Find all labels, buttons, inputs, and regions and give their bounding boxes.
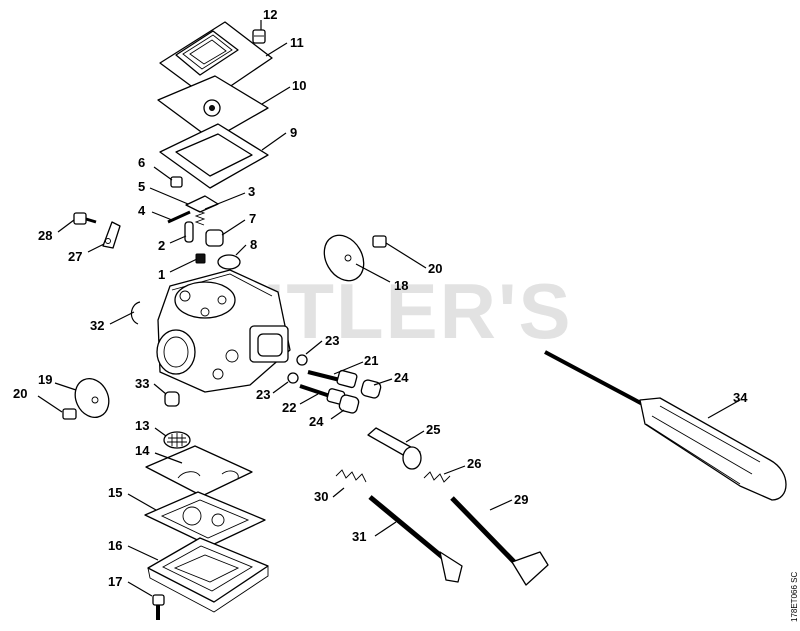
callout-27: 29 — [514, 492, 528, 507]
part-33-plug — [164, 391, 180, 407]
callout-32: 32 — [90, 318, 104, 333]
part-31-throttle-shaft — [368, 495, 463, 583]
callout-22: 22 — [282, 400, 296, 415]
callout-34: 34 — [733, 390, 748, 405]
callout-26: 26 — [467, 456, 481, 471]
part-2-needle — [184, 221, 194, 243]
part-1-jet — [195, 253, 206, 264]
part-19-plate — [74, 378, 110, 418]
callout-13: 13 — [135, 418, 149, 433]
callout-7: 7 — [249, 211, 256, 226]
callout-23-lower: 23 — [256, 387, 270, 402]
callout-4: 4 — [138, 203, 146, 218]
drawing-code: 178ET066 SC — [790, 572, 799, 622]
callout-23-upper: 23 — [325, 333, 339, 348]
part-34-screwdriver — [544, 350, 787, 501]
part-4-pin — [167, 210, 191, 224]
callout-33: 33 — [135, 376, 149, 391]
part-22-needle — [299, 384, 346, 405]
part-17-screw — [152, 594, 165, 620]
callout-31: 31 — [352, 529, 366, 544]
callout-21: 21 — [364, 353, 378, 368]
part-28-bracket — [102, 221, 121, 249]
callout-17: 17 — [108, 574, 122, 589]
part-12-screw — [252, 29, 266, 44]
part-32-clip — [130, 301, 141, 325]
callout-2: 2 — [158, 238, 165, 253]
callout-30: 30 — [314, 489, 328, 504]
callout-28: 27 — [68, 249, 82, 264]
part-9-gasket — [159, 123, 269, 189]
part-20-screw-right — [372, 235, 387, 248]
callout-20-right: 20 — [428, 261, 442, 276]
part-26-spring — [423, 471, 451, 483]
carburetor-body — [156, 269, 291, 393]
part-7-plug — [205, 229, 224, 247]
callout-20-left: 20 — [13, 386, 27, 401]
part-13-screen — [163, 431, 191, 449]
part-10-diaphragm — [157, 75, 269, 141]
part-8-disc — [217, 254, 241, 270]
callout-1: 1 — [158, 267, 165, 282]
part-5-lever — [185, 195, 219, 213]
callout-16: 16 — [108, 538, 122, 553]
part-24-caps — [338, 379, 382, 414]
callout-25: 25 — [426, 422, 440, 437]
part-3-spring — [194, 209, 206, 226]
callout-9: 9 — [290, 125, 297, 140]
part-15-diaphragm — [144, 491, 266, 547]
callout-18: 18 — [394, 278, 408, 293]
callout-6: 6 — [138, 155, 145, 170]
part-29-screw — [73, 212, 97, 225]
callout-10: 10 — [292, 78, 306, 93]
callout-24-lower: 24 — [309, 414, 324, 429]
part-20-screw-left — [62, 408, 77, 420]
callout-12: 12 — [263, 7, 277, 22]
part-6-screw — [170, 176, 183, 188]
callout-24-upper: 24 — [394, 370, 409, 385]
callout-5: 5 — [138, 179, 145, 194]
callout-11: 11 — [290, 35, 304, 50]
part-18-plate — [323, 234, 365, 282]
leader-lines — [37, 20, 741, 597]
part-16-cover — [147, 537, 269, 613]
part-23-orings — [287, 354, 308, 384]
part-27-choke-shaft — [450, 496, 549, 586]
callout-15: 15 — [108, 485, 122, 500]
callout-8: 8 — [250, 237, 257, 252]
callout-14: 14 — [135, 443, 150, 458]
callout-29: 28 — [38, 228, 52, 243]
part-11-cover — [159, 21, 273, 101]
part-25-shaft — [367, 427, 422, 470]
callout-3: 3 — [248, 184, 255, 199]
part-30-spring — [335, 469, 367, 483]
part-21-needle — [307, 369, 358, 389]
part-14-gasket — [145, 445, 253, 497]
callout-19: 19 — [38, 372, 52, 387]
